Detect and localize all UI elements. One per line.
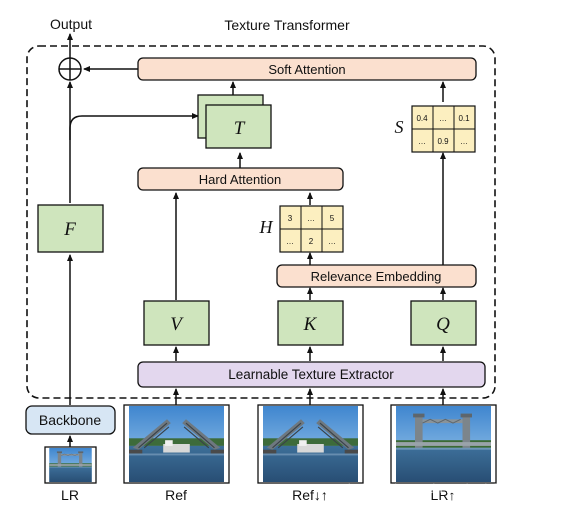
h-label: H [259,217,274,237]
input-label-ref: Ref [165,487,187,503]
h-cell: … [286,237,294,246]
lr-up-image [395,406,492,482]
v-box [143,300,210,346]
h-cell: 3 [288,214,293,223]
t-label: T [234,118,246,139]
texture-extractor-label: Learnable Texture Extractor [228,367,394,382]
backbone-box [25,405,116,435]
h-cell: 2 [309,237,314,246]
hard-attention-label: Hard Attention [199,172,281,187]
connectors [67,33,446,447]
s-cell: 0.4 [416,114,428,123]
h-cell: 5 [330,214,335,223]
texture-extractor-box [137,361,486,388]
h-cell: … [328,237,336,246]
relevance-embedding-box [276,264,477,288]
t-box [205,104,272,149]
ref-image [128,406,225,482]
add-operator [58,57,82,81]
texture-transformer-boundary [26,45,496,399]
soft-attention-box [137,57,477,81]
h-cell: … [307,214,315,223]
input-label-lr: LR [61,487,79,503]
k-box [277,300,344,346]
s-cell: 0.1 [458,114,470,123]
q-box [410,300,477,346]
soft-attention-label: Soft Attention [268,62,345,77]
ref-down-up-image [262,406,359,482]
v-label: V [170,314,184,335]
watermark: https://blog.csdn.net/weixin_49497024 [348,481,569,496]
f-label: F [63,219,76,240]
k-label: K [303,314,318,335]
relevance-embedding-label: Relevance Embedding [311,269,442,284]
input-label-lr-up: LR↑ [431,487,456,503]
s-cell: … [418,137,426,146]
q-label: Q [436,314,450,335]
hard-attention-box [137,167,344,191]
backbone-label: Backbone [39,412,101,428]
s-label: S [395,117,404,137]
s-cell: … [460,137,468,146]
output-label: Output [50,16,92,32]
input-label-ref-down-up: Ref↓↑ [292,487,328,503]
diagram-title: Texture Transformer [224,17,350,33]
s-matrix [411,105,476,153]
s-cell: … [439,114,447,123]
lr-image [49,448,92,482]
f-box [37,204,104,253]
h-matrix [279,205,344,253]
s-cell: 0.9 [437,137,449,146]
